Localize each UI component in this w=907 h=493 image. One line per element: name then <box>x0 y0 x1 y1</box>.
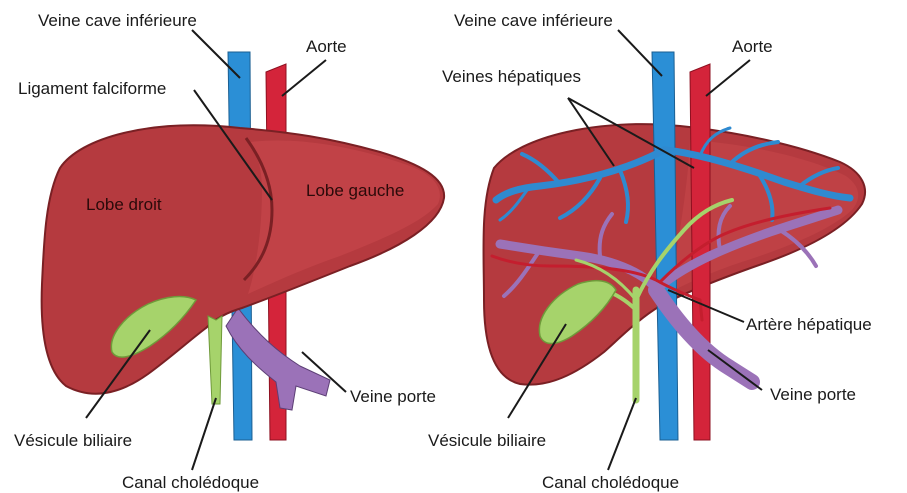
left-liver-group <box>42 52 444 440</box>
right-liver-group <box>483 52 865 440</box>
right-label-aorte: Aorte <box>732 37 773 56</box>
left-label-lobe-gauche: Lobe gauche <box>306 181 404 200</box>
left-label-ligament: Ligament falciforme <box>18 79 166 98</box>
left-label-veine-cave: Veine cave inférieure <box>38 11 197 30</box>
right-vena-cava <box>652 52 678 440</box>
left-label-lobe-droit: Lobe droit <box>86 195 162 214</box>
left-label-vesicule: Vésicule biliaire <box>14 431 132 450</box>
right-label-vesicule: Vésicule biliaire <box>428 431 546 450</box>
right-label-veines-hepatiques: Veines hépatiques <box>442 67 581 86</box>
right-label-veine-porte: Veine porte <box>770 385 856 404</box>
right-label-veine-cave: Veine cave inférieure <box>454 11 613 30</box>
left-label-canal: Canal cholédoque <box>122 473 259 492</box>
right-label-canal: Canal cholédoque <box>542 473 679 492</box>
left-bile-duct <box>208 316 222 404</box>
left-label-aorte: Aorte <box>306 37 347 56</box>
left-label-veine-porte: Veine porte <box>350 387 436 406</box>
right-label-artere: Artère hépatique <box>746 315 872 334</box>
